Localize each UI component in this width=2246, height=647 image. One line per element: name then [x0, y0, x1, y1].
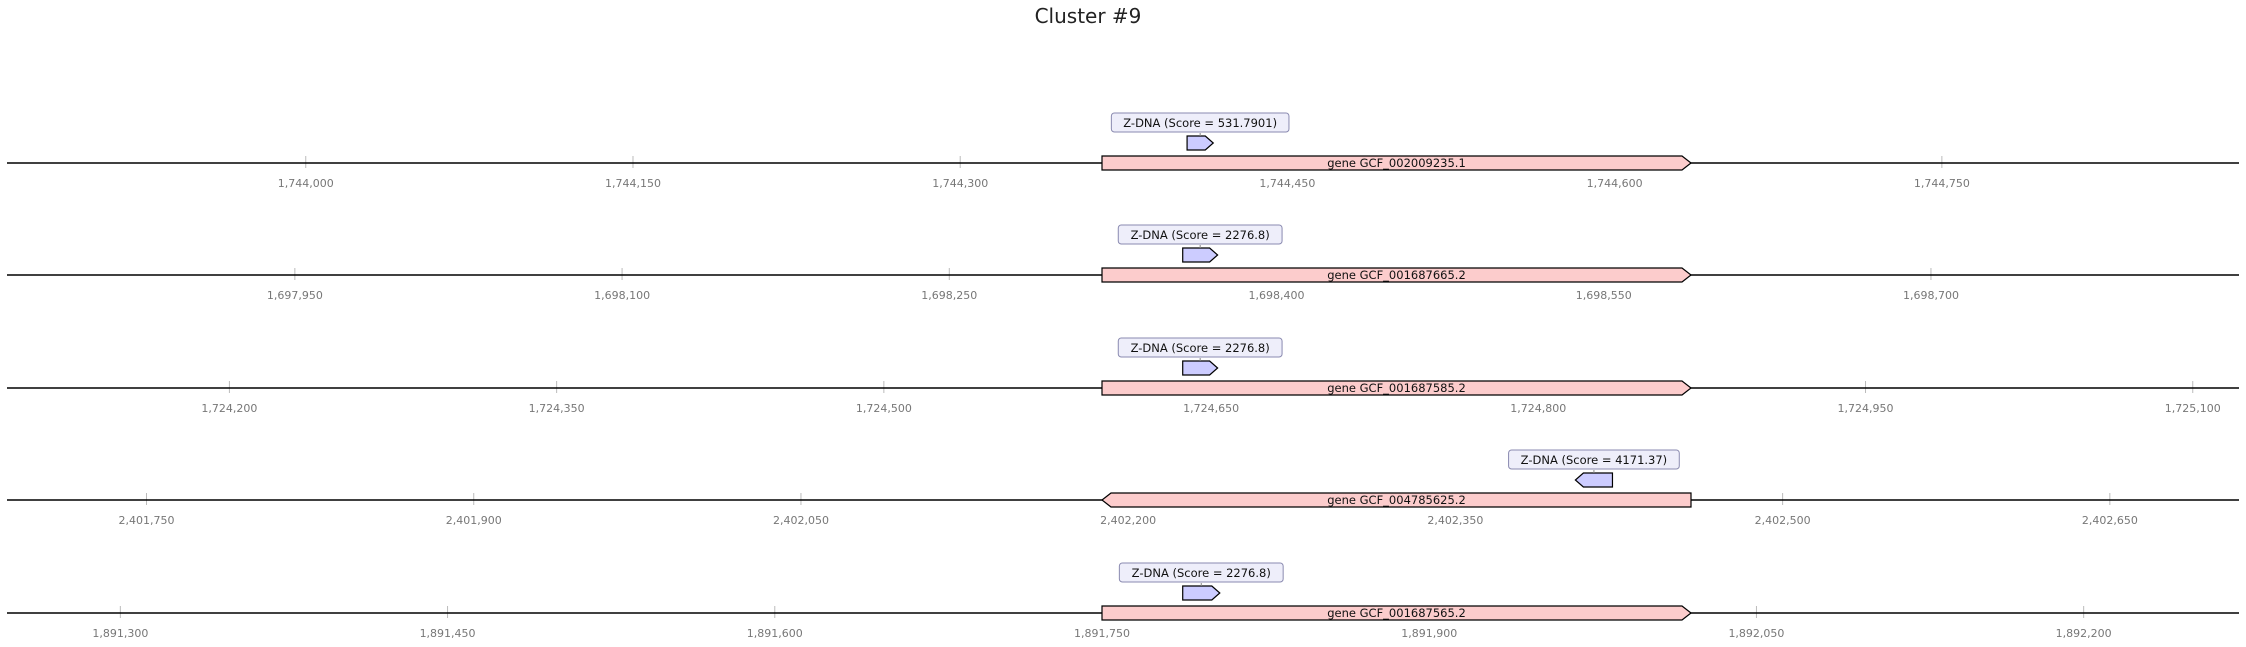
feature-label-box: [1117, 224, 1283, 245]
feature-label: Z-DNA (Score = 4171.37): [1521, 453, 1668, 467]
track-2: 1,697,950 1,698,100 1,698,250 1,698,400 1,69…: [7, 224, 2239, 302]
tick-label: 1,891,900: [1401, 627, 1457, 640]
tick-label: 1,698,250: [921, 289, 977, 302]
tick-label: 2,402,500: [1755, 514, 1811, 527]
gene-arrow: [1101, 492, 1692, 508]
tick-label: 1,697,950: [267, 289, 323, 302]
tick-label: 1,744,750: [1914, 177, 1970, 190]
track-3: 1,724,200 1,724,350 1,724,500 1,724,650 1,72…: [7, 337, 2239, 415]
tick-label: 1,891,300: [92, 627, 148, 640]
feature-arrow: [1574, 472, 1614, 488]
tick-label: 1,724,650: [1183, 402, 1239, 415]
feature-arrow: [1182, 360, 1219, 376]
gene-label: gene GCF_001687585.2: [1327, 381, 1466, 395]
feature-label-box: [1117, 337, 1283, 358]
tick-label: 1,891,750: [1074, 627, 1130, 640]
tick-label: 2,402,350: [1427, 514, 1483, 527]
feature-arrow: [1182, 247, 1219, 263]
tick-label: 1,724,800: [1510, 402, 1566, 415]
tick-label: 1,744,450: [1259, 177, 1315, 190]
tick-label: 2,402,200: [1100, 514, 1156, 527]
page-title: Cluster #9: [1034, 4, 1142, 28]
tick-label: 1,892,050: [1728, 627, 1784, 640]
gene-arrow: [1101, 380, 1692, 396]
tick-label: 2,402,050: [773, 514, 829, 527]
feature-label-box: [1118, 562, 1284, 583]
tick-label: 1,744,000: [278, 177, 334, 190]
tick-label: 2,401,900: [446, 514, 502, 527]
tick-label: 1,698,400: [1249, 289, 1305, 302]
feature-label-box: [1508, 449, 1680, 470]
tick-label: 1,891,600: [747, 627, 803, 640]
feature-arrow: [1182, 585, 1221, 601]
tick-label: 1,744,600: [1587, 177, 1643, 190]
tick-label: 1,892,200: [2056, 627, 2112, 640]
tick-label: 2,402,650: [2082, 514, 2138, 527]
tick-label: 1,744,150: [605, 177, 661, 190]
feature-label-box: [1110, 112, 1290, 133]
gene-arrow: [1101, 605, 1692, 621]
gene-label: gene GCF_004785625.2: [1327, 493, 1466, 507]
tick-label: 1,698,100: [594, 289, 650, 302]
gene-label: gene GCF_002009235.1: [1327, 156, 1466, 170]
tick-label: 2,401,750: [119, 514, 175, 527]
tick-label: 1,724,950: [1838, 402, 1894, 415]
tick-label: 1,698,550: [1576, 289, 1632, 302]
tick-label: 1,744,300: [932, 177, 988, 190]
track-5: 1,891,300 1,891,450 1,891,600 1,891,750 1,89…: [7, 562, 2239, 640]
gene-arrow: [1101, 267, 1692, 283]
gene-label: gene GCF_001687565.2: [1327, 606, 1466, 620]
gene-label: gene GCF_001687665.2: [1327, 268, 1466, 282]
feature-label: Z-DNA (Score = 2276.8): [1131, 341, 1270, 355]
feature-label: Z-DNA (Score = 2276.8): [1132, 566, 1271, 580]
track-4: 2,401,750 2,401,900 2,402,050 2,402,200 2,40…: [7, 449, 2239, 527]
tick-label: 1,891,450: [420, 627, 476, 640]
feature-label: Z-DNA (Score = 531.7901): [1123, 116, 1277, 130]
tick-label: 1,724,500: [856, 402, 912, 415]
feature-label: Z-DNA (Score = 2276.8): [1131, 228, 1270, 242]
tick-label: 1,724,200: [201, 402, 257, 415]
tick-label: 1,725,100: [2165, 402, 2221, 415]
feature-arrow: [1186, 135, 1215, 151]
tick-label: 1,724,350: [529, 402, 585, 415]
tick-label: 1,698,700: [1903, 289, 1959, 302]
track-1: 1,744,000 1,744,150 1,744,300 1,744,450 1,74…: [7, 112, 2239, 190]
gene-arrow: [1101, 155, 1692, 171]
